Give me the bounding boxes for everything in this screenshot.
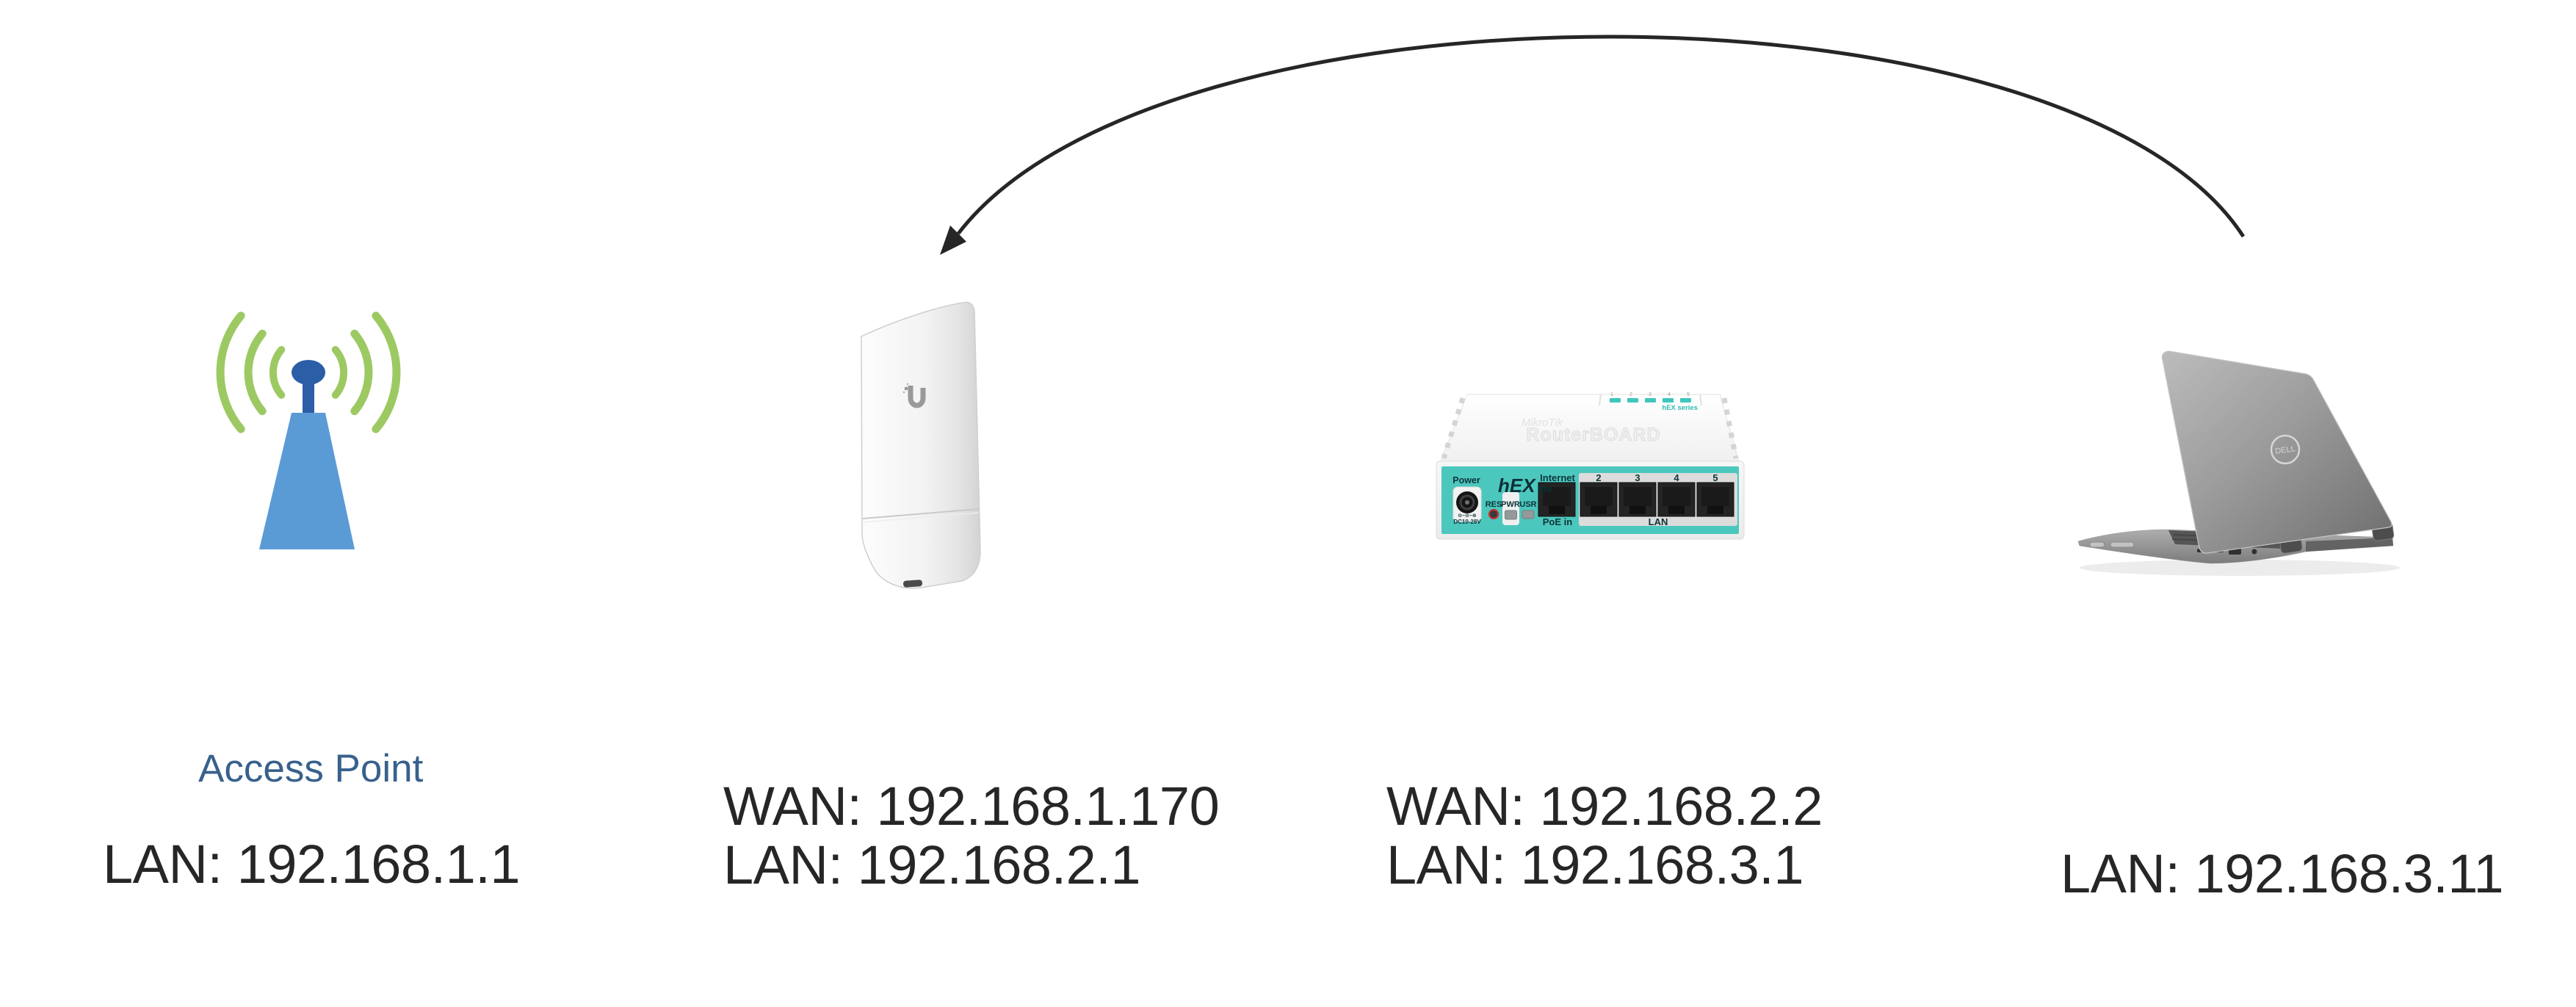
dell-logo-text: DELL xyxy=(2275,444,2296,456)
laptop-lock-slot xyxy=(2251,549,2257,555)
router-port-3 xyxy=(1618,482,1657,517)
router-dc-label: DC10-28V xyxy=(1453,519,1481,525)
router-led-strip xyxy=(1610,398,1691,403)
router-port5-label: 5 xyxy=(1712,472,1718,483)
laptop-power-button xyxy=(2089,541,2105,548)
router-ethernet-ports xyxy=(1538,482,1734,517)
router-board-embossed: RouterBOARD xyxy=(1526,425,1660,445)
router-polarity-label: ⊖–⊙–⊕ xyxy=(1458,513,1476,519)
laptop-lid xyxy=(2161,350,2392,554)
router-wan-address: WAN: 192.168.2.2 xyxy=(1386,776,1823,837)
router-lan-address: LAN: 192.168.3.1 xyxy=(1386,834,1804,895)
router-pwr-label: PWR xyxy=(1501,500,1520,509)
antenna-mast xyxy=(303,383,314,415)
access-point-icon xyxy=(216,311,401,549)
router-port4-label: 4 xyxy=(1674,472,1679,483)
bridge-port-slot xyxy=(903,580,923,588)
router-series-label: hEX series xyxy=(1662,404,1698,412)
laptop-lan-address: LAN: 192.168.3.11 xyxy=(2061,843,2504,904)
router-lan-label: LAN xyxy=(1649,516,1668,527)
router-port2-label: 2 xyxy=(1596,472,1601,483)
wifi-waves-icon xyxy=(216,311,401,433)
laptop-image: DELL xyxy=(2077,350,2400,576)
router-port3-label: 3 xyxy=(1635,472,1640,483)
router-internet-label: Internet xyxy=(1540,472,1575,483)
router-port-4 xyxy=(1657,482,1696,517)
bridge-body xyxy=(861,301,981,589)
ubiquiti-logo xyxy=(902,383,926,408)
router-power-jack xyxy=(1452,486,1482,522)
wireless-bridge-image xyxy=(861,301,981,589)
access-point-lan-address: LAN: 192.168.1.1 xyxy=(103,834,521,895)
router-led-numbers: 1 2 3 4 5 xyxy=(1610,392,1690,397)
antenna-tower xyxy=(259,413,355,549)
bridge-seam xyxy=(862,508,980,519)
router-image: 1 2 3 4 5 hEX series MikroTik RouterBOAR… xyxy=(1436,392,1745,540)
router-port-internet xyxy=(1538,482,1576,517)
arrow-head-icon xyxy=(940,225,966,255)
laptop-base-rear-edge xyxy=(2306,538,2393,552)
router-port-2 xyxy=(1580,482,1618,517)
router-right-fins xyxy=(1721,397,1739,459)
router-brand-embossed: MikroTik xyxy=(1522,416,1564,429)
router-pwr-led xyxy=(1505,510,1517,520)
router-usr-label: USR xyxy=(1519,500,1536,509)
bridge-seam-highlight xyxy=(862,512,980,523)
laptop-shadow xyxy=(2080,560,2400,576)
laptop-volume-rocker xyxy=(2110,541,2135,548)
arrow-curve xyxy=(957,35,2246,238)
router-port-5 xyxy=(1696,482,1734,517)
router-top-face: 1 2 3 4 5 hEX series MikroTik RouterBOAR… xyxy=(1440,392,1740,462)
router-poe-label: PoE in xyxy=(1543,516,1573,527)
bridge-lan-address: LAN: 192.168.2.1 xyxy=(723,834,1141,895)
access-point-caption: Access Point xyxy=(198,747,424,790)
antenna-head xyxy=(292,360,325,385)
router-res-label: RES xyxy=(1486,500,1502,509)
router-power-label: Power xyxy=(1452,475,1480,486)
bridge-wan-address: WAN: 192.168.1.170 xyxy=(723,776,1220,837)
router-usr-led xyxy=(1522,510,1535,519)
router-reset-button xyxy=(1488,508,1499,520)
router-front-face: Internet 2 3 4 5 PoE in LAN Power ⊖–⊙–⊕ … xyxy=(1436,461,1745,540)
dell-logo: DELL xyxy=(2270,434,2301,465)
